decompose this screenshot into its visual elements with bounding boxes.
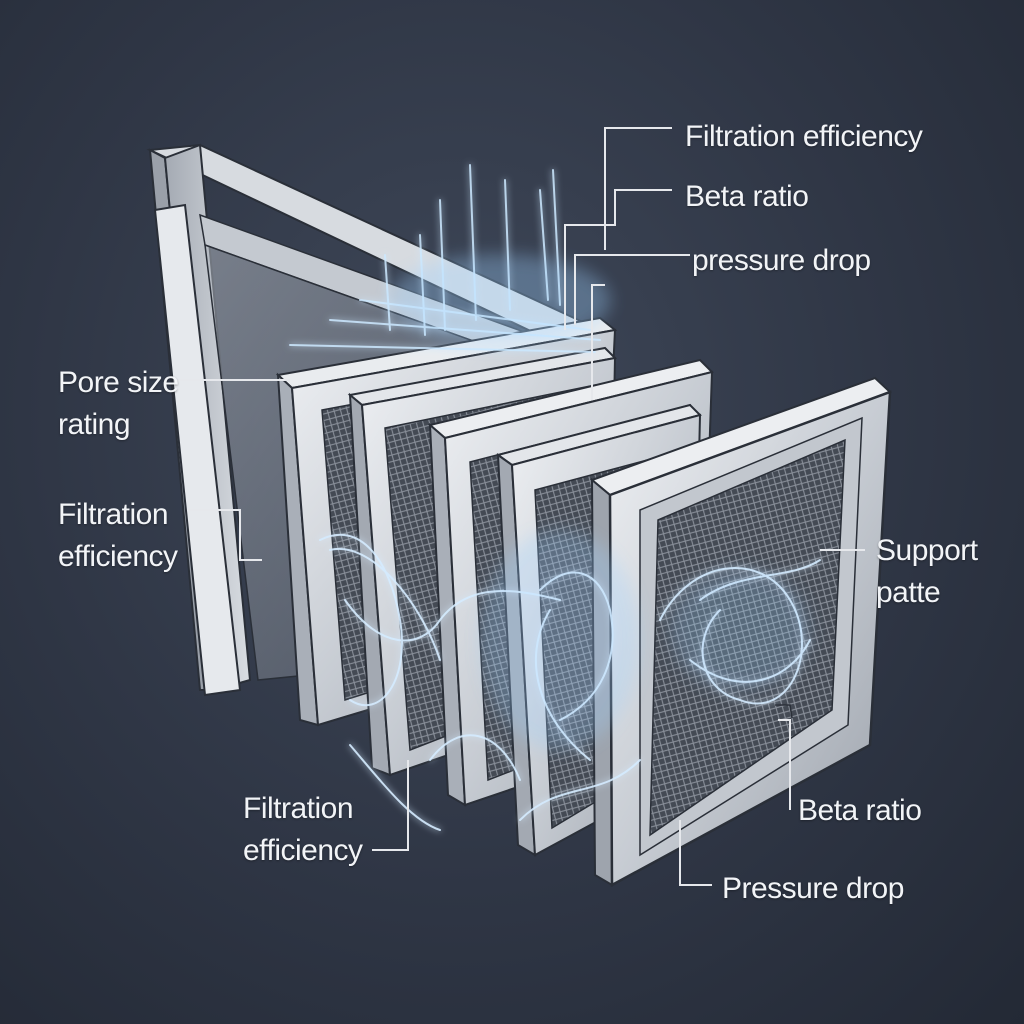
- leader-bottom-right-2: [679, 820, 712, 886]
- label-text: Pore size: [58, 366, 179, 399]
- label-filtration-efficiency-bottom: Filtration efficiency: [243, 788, 363, 872]
- leader-top-1: [604, 127, 672, 250]
- label-text: efficiency: [243, 834, 363, 867]
- label-text: patte: [876, 576, 941, 609]
- leader-lines: [175, 127, 865, 886]
- label-text: Beta ratio: [798, 794, 922, 827]
- label-pressure-drop-top: pressure drop: [692, 240, 871, 282]
- label-text: Filtration: [58, 498, 169, 531]
- label-text: rating: [58, 408, 131, 441]
- label-text: pressure drop: [692, 244, 871, 277]
- label-text: Support: [876, 534, 978, 567]
- airflow-swirls: [319, 530, 821, 831]
- leader-top-2: [564, 189, 672, 330]
- label-text: Beta ratio: [685, 180, 809, 213]
- label-text: Pressure drop: [722, 872, 904, 905]
- leader-bottom-left: [372, 760, 409, 851]
- leader-bottom-right-1: [778, 719, 791, 810]
- label-filtration-efficiency-left: Filtration efficiency: [58, 494, 178, 578]
- label-beta-ratio-top: Beta ratio: [685, 176, 809, 218]
- leader-left-2: [188, 509, 262, 561]
- label-text: Filtration efficiency: [685, 120, 923, 153]
- label-beta-ratio-bottom: Beta ratio: [798, 790, 922, 832]
- label-filtration-efficiency-top: Filtration efficiency: [685, 116, 923, 158]
- label-support-patte: Support patte: [876, 530, 978, 614]
- leader-top-4: [591, 284, 605, 400]
- label-text: Filtration: [243, 792, 354, 825]
- leader-top-3: [574, 254, 690, 325]
- label-pressure-drop-bottom: Pressure drop: [722, 868, 904, 910]
- airflow-streaks: [289, 164, 610, 353]
- label-text: efficiency: [58, 540, 178, 573]
- label-pore-size-rating: Pore size rating: [58, 362, 179, 446]
